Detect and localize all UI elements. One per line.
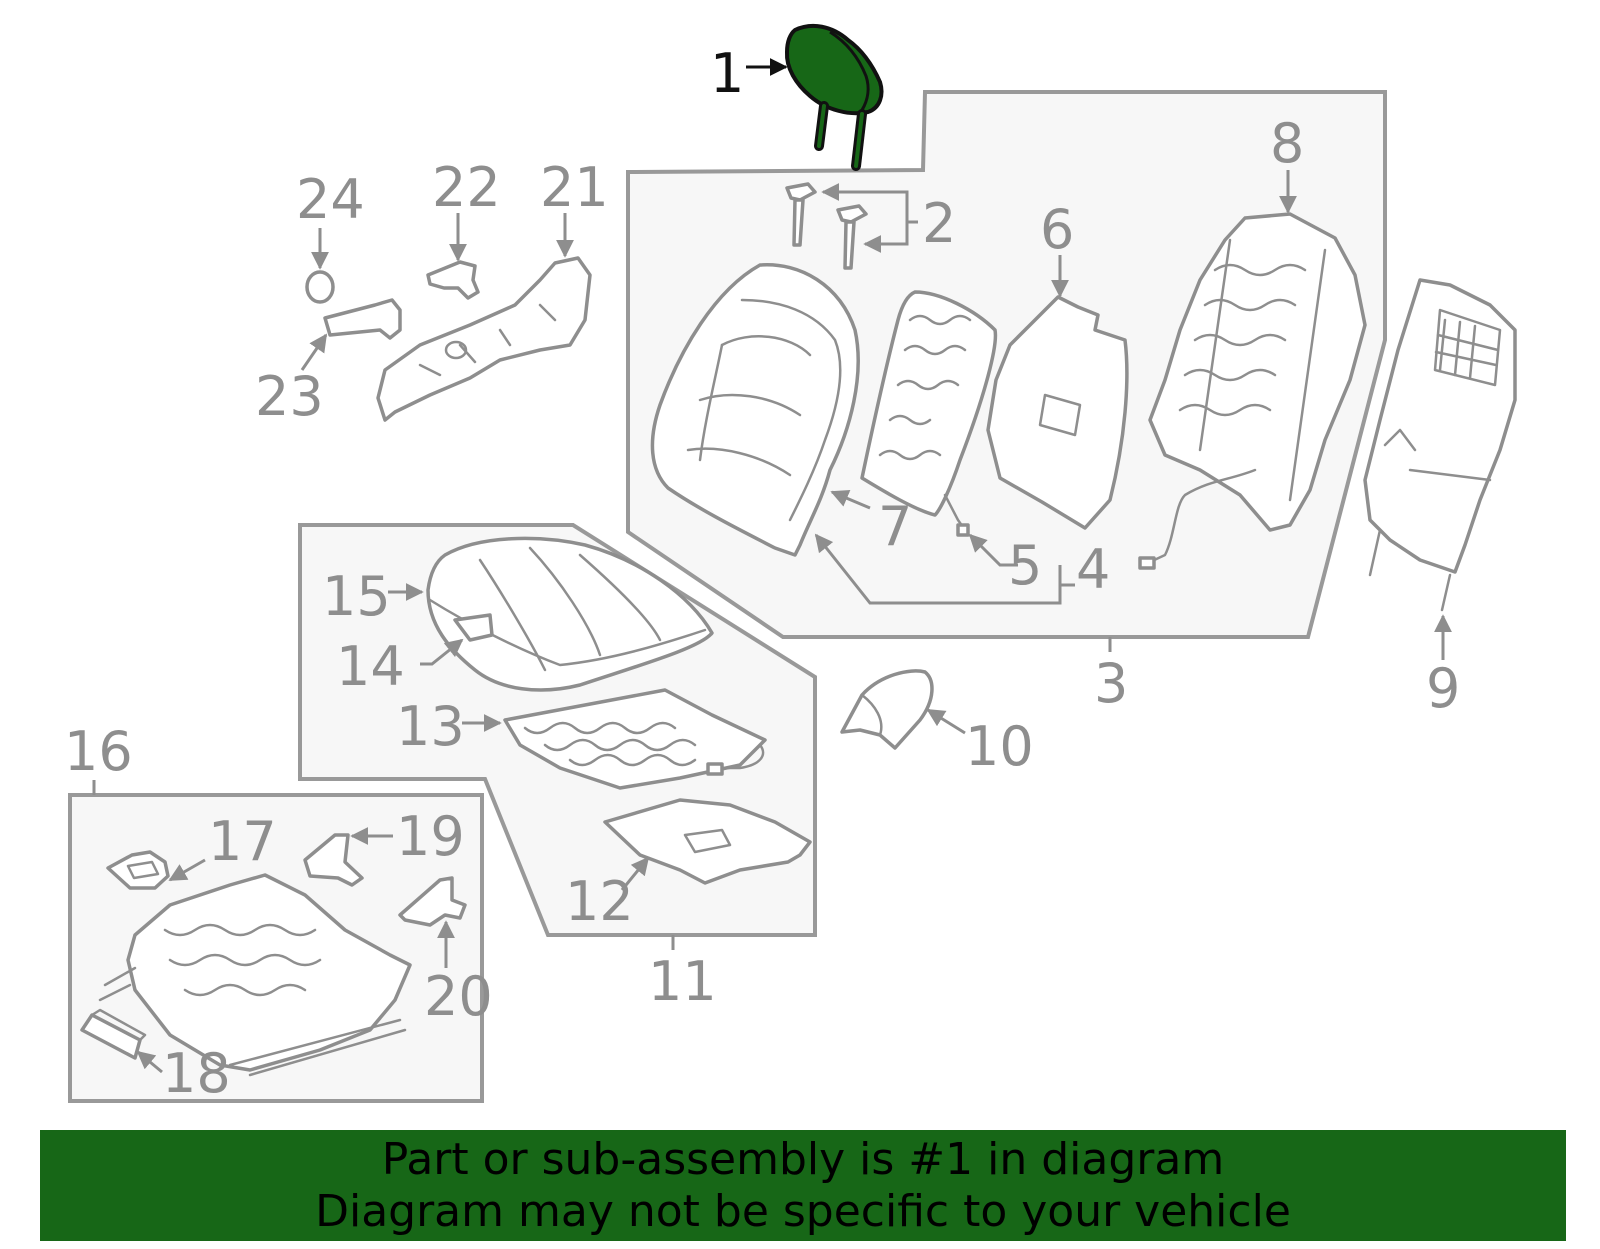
callout-21[interactable]: 21 <box>540 156 609 219</box>
cap-part[interactable] <box>305 270 335 304</box>
seat-track-frame-part[interactable] <box>98 873 412 1077</box>
callout-9[interactable]: 9 <box>1426 657 1460 720</box>
bracket-20-part[interactable] <box>398 876 467 927</box>
leader-lines <box>92 58 1452 1074</box>
headrest-guide-part[interactable] <box>785 182 868 270</box>
callout-13[interactable]: 13 <box>396 695 465 758</box>
callout-labels: 1 2 3 4 5 6 7 8 9 10 11 12 13 14 15 16 1… <box>64 42 1460 1105</box>
bracket-17-part[interactable] <box>106 850 170 890</box>
callout-15[interactable]: 15 <box>322 565 391 628</box>
callout-12[interactable]: 12 <box>565 870 634 933</box>
callout-18[interactable]: 18 <box>162 1042 231 1105</box>
side-cover-part[interactable] <box>840 669 934 750</box>
headrest-part[interactable] <box>784 23 884 171</box>
banner-line-1: Part or sub-assembly is #1 in diagram <box>381 1133 1225 1185</box>
callout-17[interactable]: 17 <box>208 810 277 873</box>
callout-14[interactable]: 14 <box>336 635 405 698</box>
callout-2[interactable]: 2 <box>922 192 956 255</box>
back-heater-pad-part[interactable] <box>860 290 998 537</box>
side-shield-part[interactable] <box>376 256 592 422</box>
callout-23[interactable]: 23 <box>255 365 324 428</box>
callout-5[interactable]: 5 <box>1008 534 1042 597</box>
seat-back-frame-part[interactable] <box>1138 212 1367 570</box>
track-cover-part[interactable] <box>80 1008 147 1060</box>
callout-7[interactable]: 7 <box>878 495 912 558</box>
callout-1[interactable]: 1 <box>710 42 744 105</box>
lever-part[interactable] <box>426 260 480 300</box>
callout-10[interactable]: 10 <box>965 715 1034 778</box>
cushion-pad-part[interactable] <box>603 798 812 885</box>
info-banner: Part or sub-assembly is #1 in diagram Di… <box>40 1130 1566 1241</box>
callout-16[interactable]: 16 <box>64 720 133 783</box>
handle-part[interactable] <box>323 298 402 340</box>
cushion-heater-part[interactable] <box>503 688 767 790</box>
seat-back-board-part[interactable] <box>1363 278 1517 612</box>
callout-6[interactable]: 6 <box>1040 198 1074 261</box>
callout-4[interactable]: 4 <box>1076 538 1110 601</box>
callout-24[interactable]: 24 <box>296 168 365 231</box>
callout-20[interactable]: 20 <box>424 965 493 1028</box>
callout-3[interactable]: 3 <box>1094 652 1128 715</box>
seat-back-cover-part[interactable] <box>650 263 860 557</box>
callout-22[interactable]: 22 <box>432 156 501 219</box>
back-pad-part[interactable] <box>986 295 1129 530</box>
callout-11[interactable]: 11 <box>648 950 717 1013</box>
callout-8[interactable]: 8 <box>1270 112 1304 175</box>
banner-line-2: Diagram may not be specific to your vehi… <box>315 1185 1291 1237</box>
cushion-trim-part[interactable] <box>453 613 494 642</box>
bracket-19-part[interactable] <box>303 833 364 887</box>
callout-19[interactable]: 19 <box>396 805 465 868</box>
